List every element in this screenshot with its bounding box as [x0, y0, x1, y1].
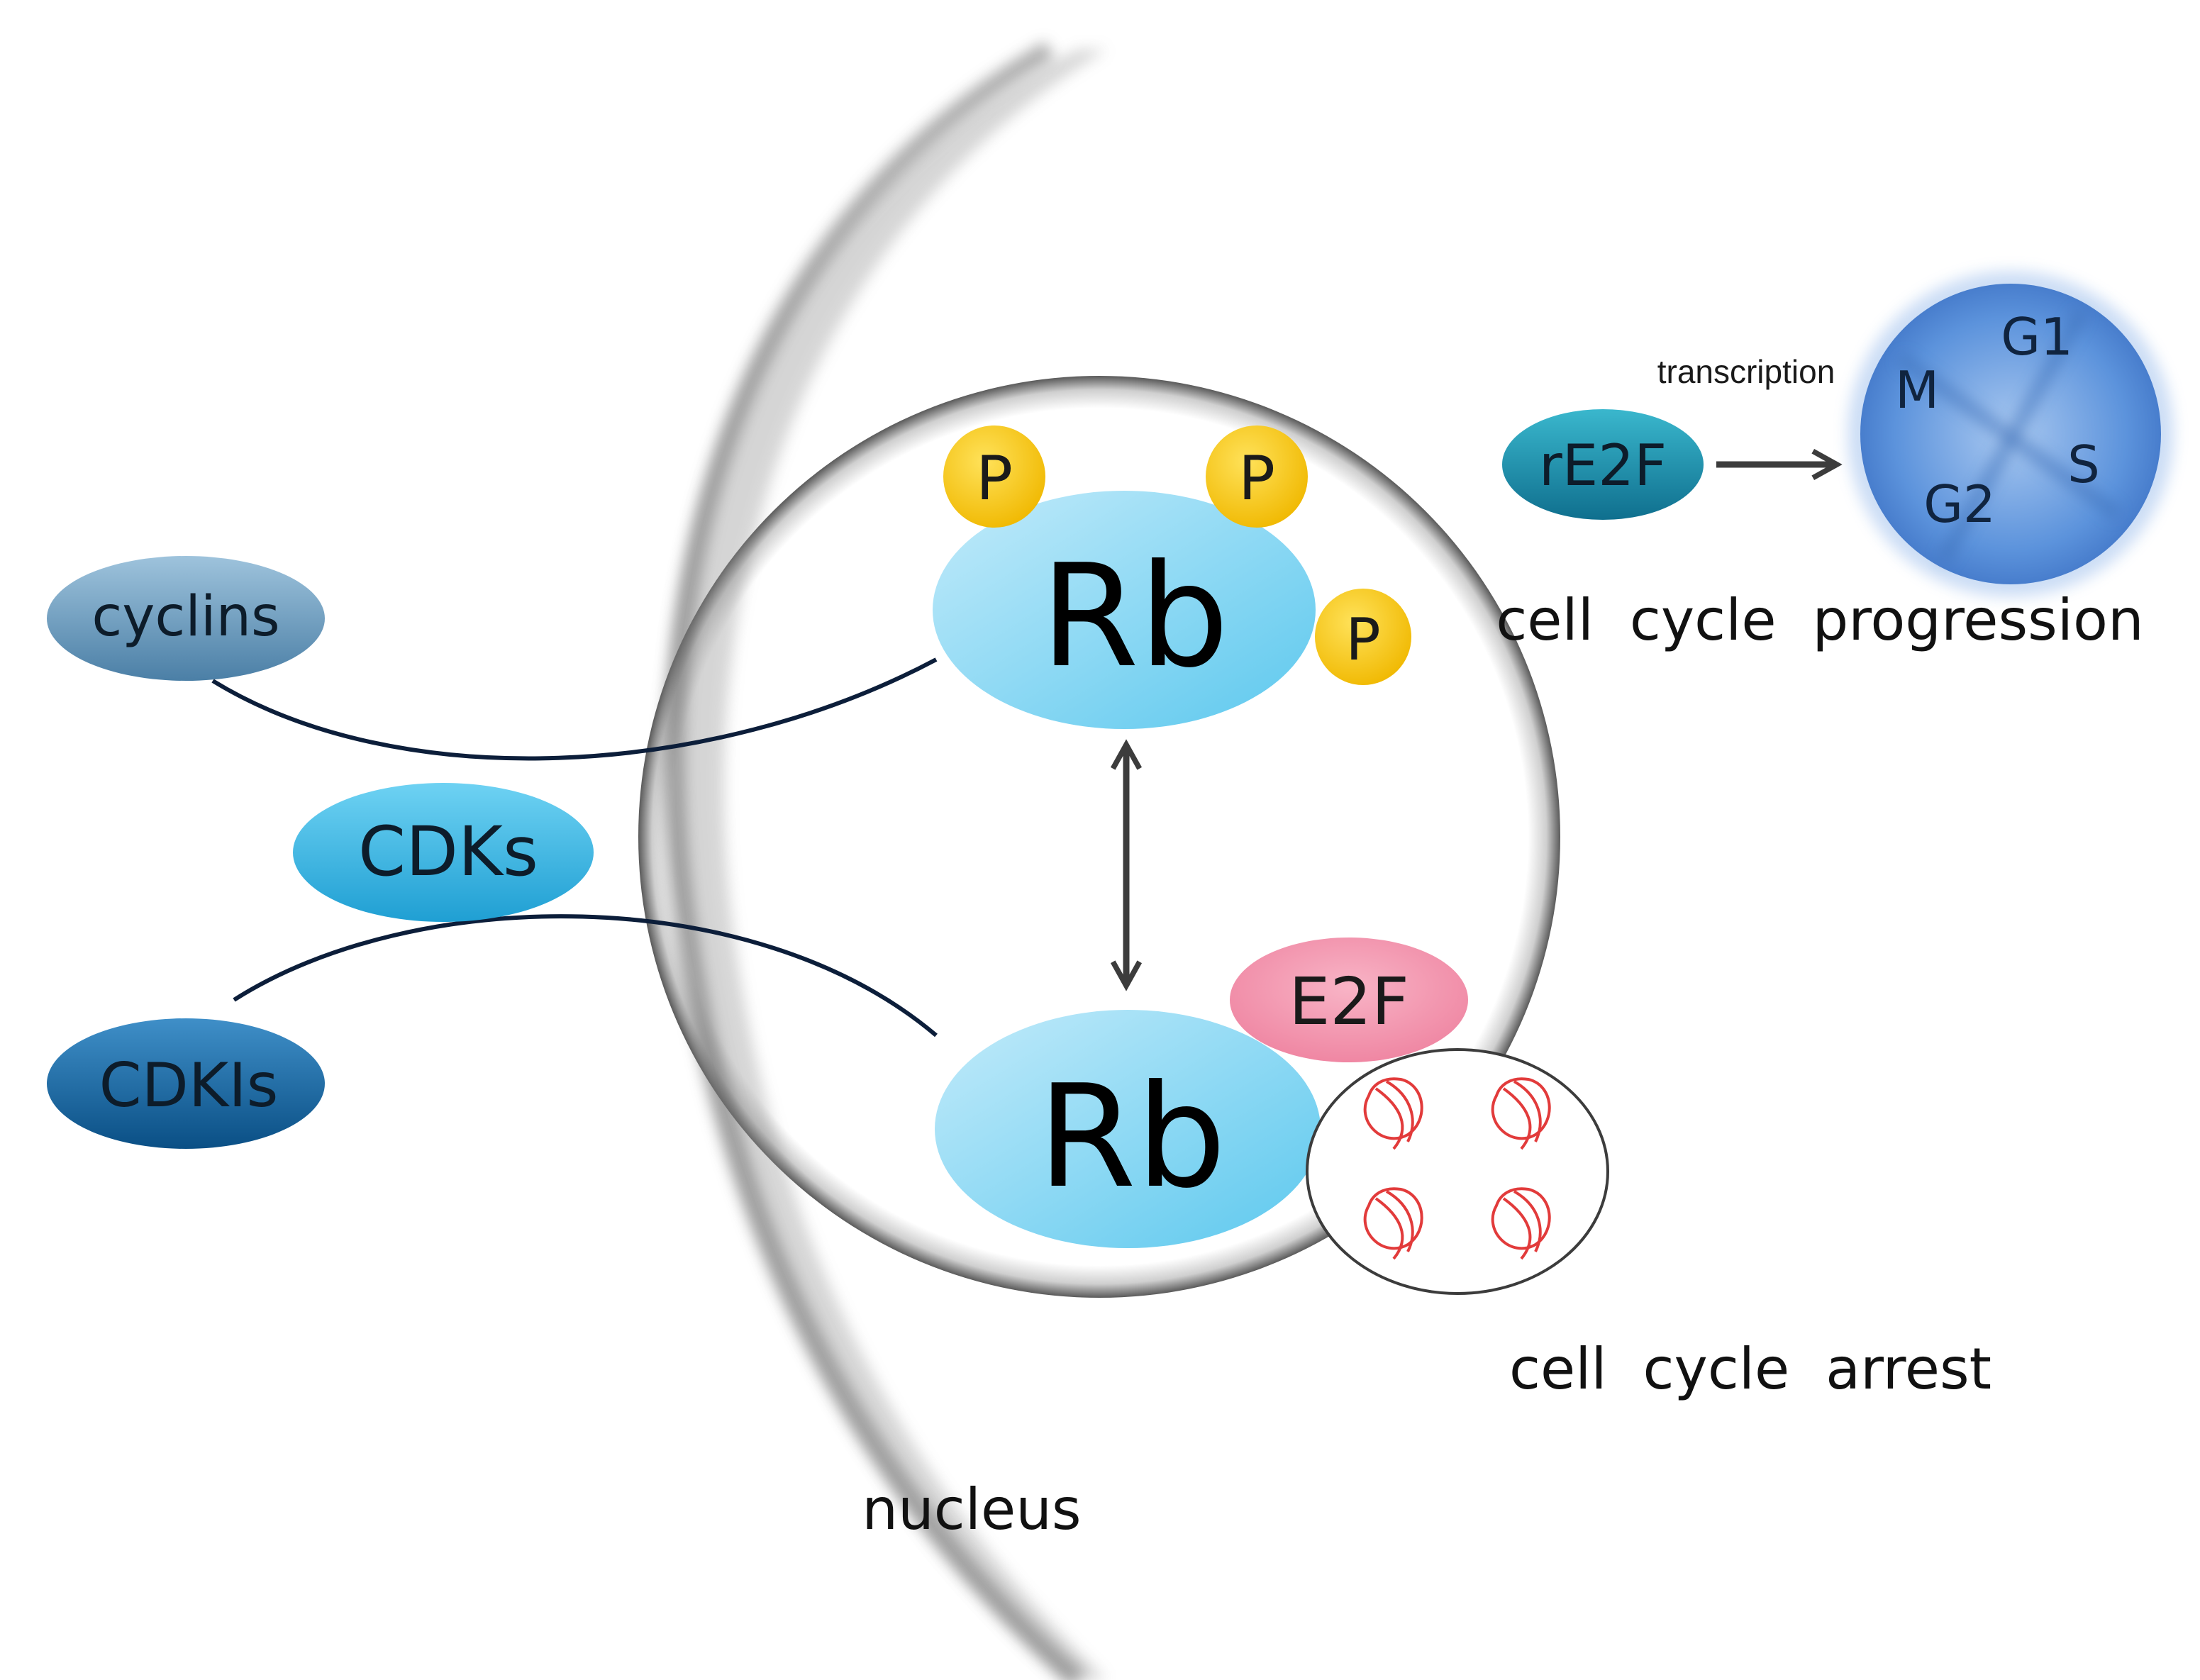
e2f-node: E2F [1230, 938, 1468, 1062]
phase-g1: G1 [2001, 307, 2073, 367]
chromosome-1 [1363, 1077, 1423, 1150]
chromosome-3 [1363, 1187, 1423, 1260]
cell-cycle-wheel: G1 M S G2 [1848, 271, 2174, 597]
cdks-node: CDKs [293, 783, 594, 922]
phosphate-2: P [1206, 425, 1308, 528]
svg-text:P: P [976, 443, 1013, 514]
nucleus-label: nucleus [862, 1476, 1081, 1542]
cyclins-label: cyclins [91, 585, 279, 649]
phosphate-1: P [943, 425, 1045, 528]
e2f-label: E2F [1289, 964, 1409, 1040]
rb-phosphorylated-node: Rb [933, 491, 1316, 729]
cdkis-node: CDKIs [47, 1018, 325, 1149]
re2f-label: rE2F [1539, 433, 1667, 499]
chromosome-2 [1491, 1077, 1551, 1150]
arrested-chromosomes [1306, 1048, 1609, 1295]
rb-bound-label: Rb [1038, 1055, 1226, 1220]
progression-label: cell cycle progression [1496, 587, 2143, 653]
phosphate-3: P [1315, 589, 1411, 685]
cdks-label: CDKs [358, 812, 538, 891]
re2f-node: rE2F [1502, 409, 1704, 520]
svg-text:P: P [1238, 443, 1275, 514]
cdkis-cdks-rb-link [233, 914, 938, 1038]
cyclins-node: cyclins [47, 556, 325, 681]
svg-text:P: P [1345, 606, 1380, 674]
rb-bound-node: Rb [935, 1010, 1321, 1248]
phase-g2: G2 [1923, 474, 1996, 534]
nuclear-envelope [662, 41, 1106, 1680]
transcription-label: transcription [1657, 353, 1835, 390]
phase-m: M [1895, 360, 1939, 420]
rb-phosphorylated-label: Rb [1040, 534, 1229, 699]
cdkis-label: CDKIs [99, 1050, 279, 1121]
arrest-label: cell cycle arrest [1509, 1336, 1991, 1402]
phase-s: S [2067, 435, 2100, 494]
chromosome-4 [1491, 1187, 1551, 1260]
cyclins-cdks-rb-link [211, 657, 938, 761]
